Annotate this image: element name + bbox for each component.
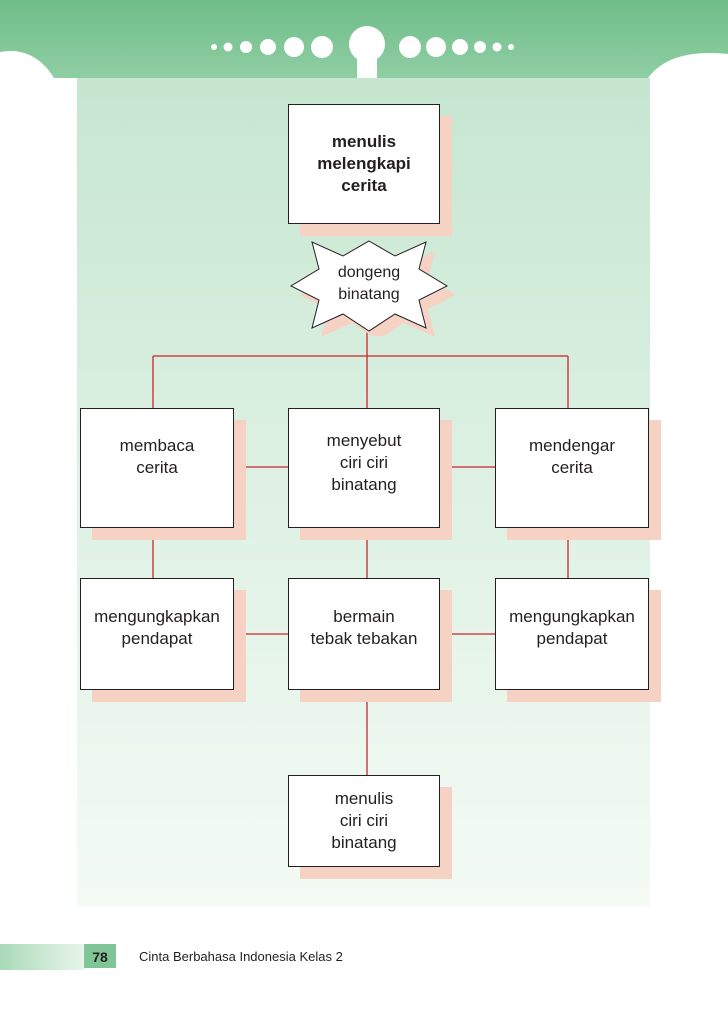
header-band [0,0,728,78]
node-label: menyebut ciri ciri binatang [326,431,402,494]
node-label: mengungkapkan pendapat [94,607,220,648]
decorative-dots-left [211,36,333,58]
node-label: menulis ciri ciri binatang [331,789,397,852]
node-bermain-tebak-tebakan: bermain tebak tebakan [288,578,440,690]
footer-band [0,944,116,970]
node-label: bermain tebak tebakan [310,607,418,648]
star-label: dongeng binatang [337,264,401,303]
node-membaca-cerita: membaca cerita [80,408,234,528]
node-label: membaca cerita [119,436,195,477]
node-label: menulis melengkapi cerita [317,132,411,195]
pin-icon [349,26,385,78]
node-mengungkapkan-pendapat-right: mengungkapkan pendapat [495,578,649,690]
node-menyebut-ciri-ciri-binatang: menyebut ciri ciri binatang [288,408,440,528]
node-mendengar-cerita: mendengar cerita [495,408,649,528]
page-number: 78 [92,949,108,965]
node-menulis-melengkapi-cerita: menulis melengkapi cerita [288,104,440,224]
node-mengungkapkan-pendapat-left: mengungkapkan pendapat [80,578,234,690]
decorative-dots-right [399,36,514,58]
node-label: mengungkapkan pendapat [509,607,635,648]
book-title: Cinta Berbahasa Indonesia Kelas 2 [139,949,343,964]
node-label: mendengar cerita [528,436,615,477]
node-menulis-ciri-ciri-binatang: menulis ciri ciri binatang [288,775,440,867]
star-node-dongeng-binatang [289,240,455,336]
